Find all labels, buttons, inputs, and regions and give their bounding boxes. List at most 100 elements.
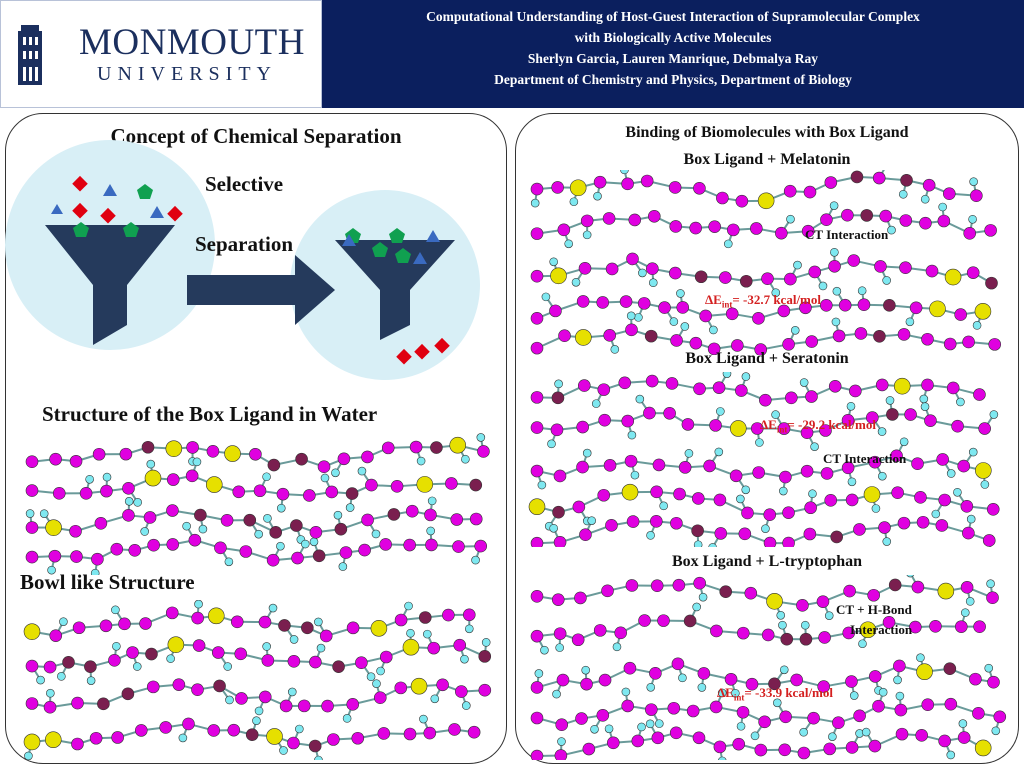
carbon-atom (597, 383, 611, 396)
oxygen-atom (552, 505, 565, 519)
hydrogen-atom (36, 675, 45, 685)
carbon-atom (942, 187, 956, 200)
carbon-atom (935, 519, 949, 532)
hydrogen-atom (276, 541, 285, 551)
carbon-atom (530, 536, 544, 547)
carbon-atom (234, 647, 248, 661)
carbon-atom (111, 731, 124, 744)
hydrogen-atom (882, 537, 892, 546)
sulfur-atom (205, 476, 223, 493)
hydrogen-atom (426, 526, 435, 536)
hydrogen-atom (224, 557, 234, 567)
carbon-atom (957, 459, 971, 473)
hydrogen-atom (659, 501, 668, 511)
carbon-atom (25, 455, 39, 469)
oxygen-atom (387, 508, 401, 521)
hydrogen-atom (111, 605, 120, 615)
hydrogen-atom (669, 317, 679, 326)
carbon-atom (649, 667, 662, 680)
oxygen-atom (243, 513, 257, 527)
carbon-atom (25, 521, 39, 534)
hydrogen-atom (648, 278, 658, 288)
sulfur-atom (23, 733, 41, 751)
carbon-atom (409, 440, 423, 454)
carbon-atom (143, 511, 157, 524)
carbon-atom (824, 494, 838, 507)
carbon-atom (530, 312, 544, 325)
particles (51, 175, 450, 365)
carbon-atom (693, 181, 706, 195)
oxygen-atom (267, 458, 281, 472)
carbon-atom (853, 709, 866, 723)
hydrogen-atom (786, 214, 795, 224)
hydrogen-atom (140, 527, 149, 536)
poster-title-line1: Computational Understanding of Host-Gues… (426, 9, 920, 24)
carbon-atom (732, 737, 746, 751)
hydrogen-atom (800, 620, 810, 630)
hydrogen-atom (320, 473, 330, 483)
carbon-atom (297, 699, 311, 713)
carbon-atom (761, 628, 775, 642)
energy-label-tryptophan: ΔEint= -33.9 kcal/mol (717, 685, 833, 703)
carbon-atom (239, 545, 253, 558)
hydrogen-atom (965, 597, 975, 606)
carbon-atom (801, 224, 815, 238)
carbon-atom (816, 595, 830, 608)
carbon-atom (185, 469, 199, 483)
hydrogen-atom (718, 756, 727, 760)
hydrogen-atom (697, 683, 707, 692)
oxygen-atom (478, 650, 492, 663)
hydrogen-atom (537, 480, 547, 490)
carbon-atom (355, 656, 368, 670)
carbon-atom (379, 538, 392, 551)
carbon-atom (94, 517, 108, 530)
carbon-atom (725, 307, 739, 321)
carbon-atom (119, 447, 133, 461)
carbon-atom (550, 423, 564, 437)
carbon-atom (878, 521, 891, 534)
carbon-atom (339, 546, 353, 559)
carbon-atom (838, 298, 852, 312)
hydrogen-atom (549, 257, 558, 267)
carbon-atom (346, 698, 360, 711)
hydrogen-atom (552, 689, 561, 699)
hydrogen-atom (882, 276, 891, 285)
carbon-atom (394, 613, 408, 627)
carbon-atom (165, 606, 179, 620)
carbon-atom (951, 419, 964, 433)
carbon-atom (914, 491, 927, 504)
oxygen-atom (145, 647, 158, 661)
carbon-atom (287, 736, 300, 750)
carbon-atom (596, 708, 610, 722)
carbon-atom (110, 542, 124, 556)
hydrogen-atom (968, 214, 977, 224)
oxygen-atom (873, 330, 886, 343)
sulfur-atom (575, 329, 592, 346)
carbon-atom (628, 213, 642, 227)
interaction-label-seratonin: CT Interaction (823, 451, 907, 466)
carbon-atom (650, 485, 663, 499)
carbon-atom (921, 332, 934, 346)
hydrogen-atom (723, 239, 733, 249)
hydrogen-atom (698, 592, 708, 602)
hydrogen-atom (471, 555, 480, 565)
hydrogen-atom (808, 489, 817, 499)
carbon-atom (626, 515, 640, 528)
hydrogen-atom (676, 289, 685, 298)
carbon-atom (361, 513, 374, 527)
carbon-atom (805, 390, 818, 403)
carbon-atom (799, 301, 812, 315)
sulfur-atom (165, 440, 183, 457)
hydrogen-atom (557, 737, 566, 746)
sulfur-atom (974, 303, 992, 320)
sulfur-atom (207, 607, 225, 625)
sulfur-atom (528, 498, 546, 516)
hydrogen-atom (878, 687, 888, 697)
hydrogen-atom (534, 669, 544, 678)
carbon-atom (668, 181, 682, 194)
tryptophan-complex-molecule (530, 575, 1007, 760)
carbon-atom (607, 736, 620, 750)
carbon-atom (530, 269, 544, 283)
carbon-atom (843, 584, 856, 598)
carbon-atom (100, 484, 113, 498)
